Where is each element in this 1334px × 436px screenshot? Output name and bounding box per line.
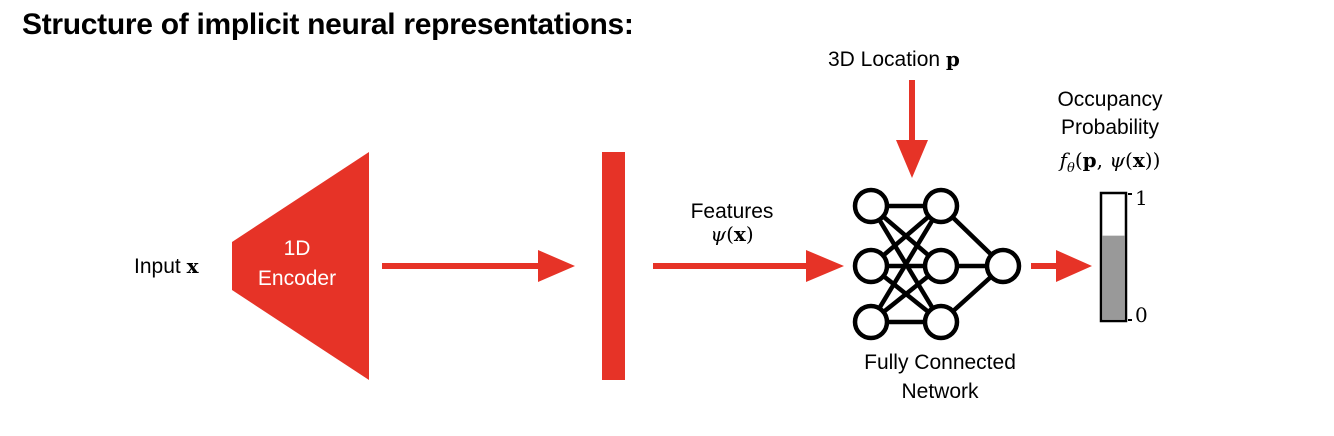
network-label: Fully Connected Network [830, 348, 1050, 406]
arrow-encoder-to-features [382, 250, 575, 282]
occupancy-arg1: p [1082, 148, 1097, 172]
network-node [852, 187, 890, 225]
network-label-line2: Network [901, 380, 979, 403]
occupancy-func: f [1059, 148, 1067, 172]
encoder-shape [232, 152, 369, 380]
occupancy-label-line2: Probability [1060, 116, 1160, 139]
page-title: Structure of implicit neural representat… [22, 8, 634, 41]
network-node [852, 247, 890, 285]
occupancy-arg2: x [1132, 148, 1145, 172]
network-node [922, 247, 960, 285]
encoder-label-line1: 1D [283, 237, 311, 260]
network-node [852, 303, 890, 341]
encoder-label-line2: Encoder [257, 267, 337, 290]
features-label: Features ψ(x) [662, 200, 802, 246]
occupancy-label: Occupancy Probability fθ(p, ψ(x)) [1030, 86, 1190, 183]
location-label: 3D Location p [828, 47, 960, 72]
occupancy-formula: fθ(p, ψ(x)) [1059, 148, 1161, 176]
input-symbol: x [186, 254, 199, 278]
features-arg: x [733, 222, 746, 246]
location-label-text: 3D Location [828, 48, 941, 71]
encoder-label: 1D Encoder [245, 234, 349, 294]
occupancy-bar-fill [1102, 235, 1125, 320]
arrow-location-to-network [896, 80, 928, 178]
features-psi: ψ [710, 222, 727, 246]
network-icon [852, 187, 1022, 341]
arrow-features-to-network [653, 250, 844, 282]
input-label: Input x [134, 254, 199, 279]
network-node [922, 187, 960, 225]
occupancy-psi: ψ [1109, 148, 1126, 172]
occupancy-label-line1: Occupancy [1057, 88, 1163, 111]
features-formula: ψ(x) [710, 222, 754, 246]
arrow-network-to-output [1031, 250, 1092, 282]
feature-bar [602, 152, 625, 380]
network-node [922, 303, 960, 341]
network-label-line1: Fully Connected [864, 351, 1016, 374]
scale-min-label: 0 [1135, 303, 1148, 327]
input-label-text: Input [134, 255, 181, 278]
features-label-text: Features [690, 200, 774, 223]
location-symbol: p [945, 47, 960, 71]
occupancy-sub: θ [1067, 161, 1075, 176]
scale-max-label: 1 [1135, 186, 1148, 210]
occupancy-bar [1099, 191, 1132, 323]
network-node [984, 247, 1022, 285]
